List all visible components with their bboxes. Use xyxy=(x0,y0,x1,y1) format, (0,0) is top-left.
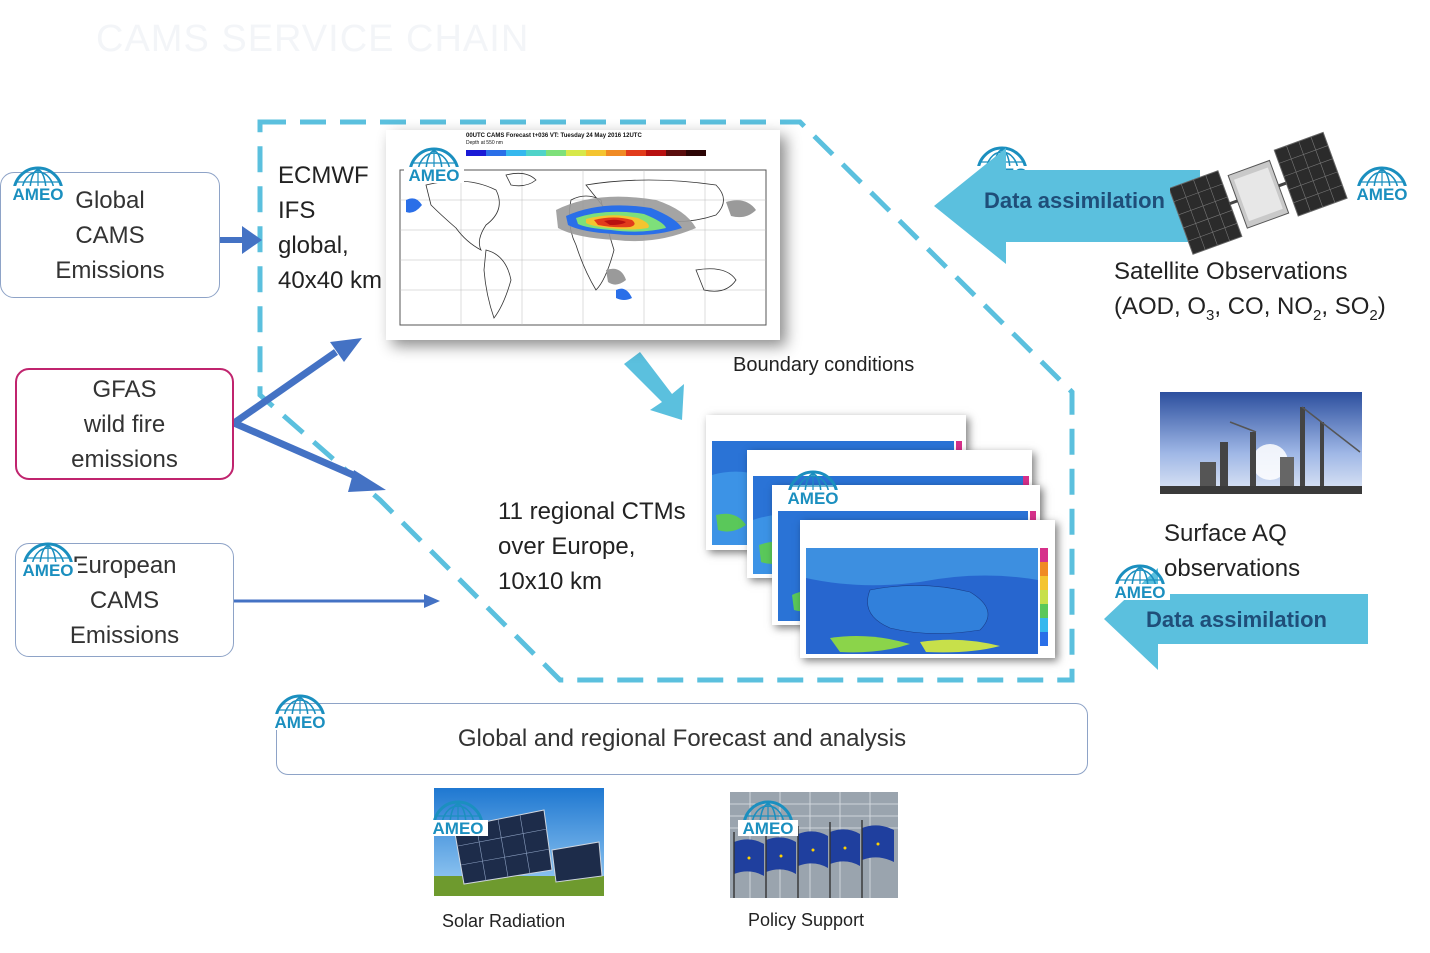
globe-icon: AMEO xyxy=(404,147,464,185)
ameo-logo: AMEO xyxy=(0,156,76,210)
globe-icon: AMEO xyxy=(1110,564,1170,602)
policy-support-label: Policy Support xyxy=(748,910,865,930)
arrow-gfas-global xyxy=(330,338,362,362)
satellite-observations-species: (AOD, O3, CO, NO2, SO2) xyxy=(1114,293,1386,324)
data-assimilation-arrow-bottom xyxy=(1104,568,1368,670)
globe-icon: AMEO xyxy=(8,166,68,204)
surface-observations-label: Surface AQ observations xyxy=(1164,520,1301,582)
svg-text:AMEO: AMEO xyxy=(433,819,484,838)
arrow-global-emissions xyxy=(220,226,262,254)
european-emissions-label: European CAMS Emissions xyxy=(69,551,180,649)
boundary-conditions-label: Boundary conditions xyxy=(733,354,915,376)
aod-map-graphic xyxy=(399,150,767,326)
arrow-gfas-regional xyxy=(348,470,386,492)
svg-text:AMEO: AMEO xyxy=(13,185,64,204)
globe-icon: AMEO xyxy=(1352,166,1412,204)
gfas-label: GFAS wild fire emissions xyxy=(71,375,178,473)
globe-icon: AMEO xyxy=(18,542,78,580)
forecast-analysis-box: Global and regional Forecast and analysi… xyxy=(276,703,1088,775)
page-title: CAMS SERVICE CHAIN xyxy=(96,18,530,60)
eu-flags-photo xyxy=(730,792,898,898)
svg-text:AMEO: AMEO xyxy=(1115,583,1166,602)
svg-text:AMEO: AMEO xyxy=(23,561,74,580)
satellite-icon xyxy=(1170,131,1348,255)
data-assimilation-label-top: Data assimilation xyxy=(984,188,1165,213)
ameo-logo: AMEO xyxy=(262,684,338,738)
gfas-box: GFAS wild fire emissions xyxy=(15,368,234,480)
ameo-logo: AMEO xyxy=(1344,156,1420,210)
regional-forecast-map xyxy=(800,520,1055,658)
ameo-logo: AMEO xyxy=(730,790,806,844)
data-assimilation-arrow-top xyxy=(934,148,1200,264)
model-domain-outline xyxy=(257,119,1075,683)
solar-panels-photo xyxy=(434,788,604,896)
arrow-boundary-conditions xyxy=(624,352,684,420)
svg-text:AMEO: AMEO xyxy=(788,489,839,508)
map-subtitle: Depth at 550 nm xyxy=(466,140,503,146)
satellite-observations-title: Satellite Observations xyxy=(1114,258,1348,285)
globe-icon: AMEO xyxy=(783,470,843,508)
arrow-european-emissions xyxy=(424,594,440,608)
global-model-label: ECMWF IFS global, 40x40 km xyxy=(278,162,383,294)
map-title: 00UTC CAMS Forecast t+036 VT: Tuesday 24… xyxy=(466,133,642,139)
svg-text:AMEO: AMEO xyxy=(1357,185,1408,204)
ameo-logo: AMEO xyxy=(10,532,86,586)
surface-station-photo xyxy=(1160,392,1362,494)
solar-radiation-label: Solar Radiation xyxy=(442,911,566,931)
regional-model-label: 11 regional CTMs over Europe, 10x10 km xyxy=(498,498,686,595)
globe-icon: AMEO xyxy=(270,694,330,732)
ameo-logo: AMEO xyxy=(775,460,851,514)
svg-text:AMEO: AMEO xyxy=(275,713,326,732)
ameo-logo: AMEO xyxy=(1102,554,1178,608)
global-emissions-label: Global CAMS Emissions xyxy=(55,186,165,284)
ameo-logo: AMEO xyxy=(396,137,472,191)
ameo-logo: AMEO xyxy=(420,790,496,844)
data-assimilation-label-bottom: Data assimilation xyxy=(1146,607,1327,632)
svg-text:AMEO: AMEO xyxy=(409,166,460,185)
forecast-analysis-label: Global and regional Forecast and analysi… xyxy=(457,725,907,752)
svg-text:AMEO: AMEO xyxy=(743,819,794,838)
global-forecast-map: 00UTC CAMS Forecast t+036 VT: Tuesday 24… xyxy=(386,130,780,340)
globe-icon: AMEO xyxy=(428,800,488,838)
globe-icon: AMEO xyxy=(738,800,798,838)
